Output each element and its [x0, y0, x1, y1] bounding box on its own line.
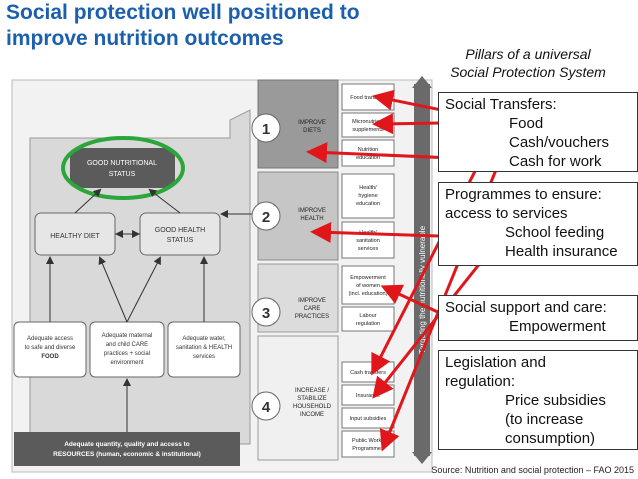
callout-item: consumption): [505, 430, 596, 447]
intervention-label: Public Works: [352, 438, 384, 444]
legislation-callout: Legislation and regulation: Price subsid…: [438, 350, 638, 450]
pillar-label: INCOME: [300, 412, 324, 418]
box-line: practices + social: [104, 351, 150, 357]
intervention-label: Micronutrient: [352, 119, 384, 125]
intervention-label: Empowerment: [350, 275, 386, 281]
slide-title: Social protection well positioned to imp…: [6, 1, 360, 50]
box-line: Adequate maternal: [102, 333, 153, 339]
pillar-number: 1: [262, 121, 270, 138]
good-health-line: STATUS: [167, 237, 194, 244]
intervention-label: supplements: [352, 127, 383, 133]
intervention-label: Labour: [359, 313, 376, 319]
callout-item: Price subsidies: [505, 392, 606, 409]
pillars-subtitle: Pillars of a universal Social Protection…: [418, 45, 638, 81]
intervention-label: of women: [356, 283, 380, 289]
interventions: [341, 83, 395, 458]
good-status-line: GOOD NUTRITIONAL: [87, 160, 157, 167]
callout-item: Cash for work: [509, 153, 602, 170]
pillar-label: IMPROVE: [298, 208, 326, 214]
pillar-label: STABILIZE: [297, 396, 327, 402]
callout-heading: Legislation and: [445, 354, 546, 371]
intervention-label: Food transfers: [350, 95, 386, 101]
pillar-number: 4: [262, 399, 271, 416]
box-line: sanitation & HEALTH: [176, 345, 232, 351]
intervention-label: Programmes: [352, 446, 384, 452]
intervention-label: education: [356, 155, 380, 161]
callout-item: School feeding: [505, 224, 605, 241]
pillar-label: IMPROVE: [298, 298, 326, 304]
intervention-label: (incl. education): [349, 291, 388, 297]
intervention-label: Cash transfers: [350, 370, 386, 376]
box-line: to safe and diverse: [25, 345, 76, 351]
callout-item: Health insurance: [505, 243, 618, 260]
box-line: Adequate access: [27, 336, 73, 342]
callout-heading: regulation:: [445, 373, 516, 390]
intervention-label: Nutrition: [358, 147, 378, 153]
callout-heading: Social Transfers:: [445, 96, 557, 113]
intervention-label: services: [358, 246, 378, 252]
intervention-label: regulation: [356, 321, 380, 327]
support-callout: Social support and care: Empowerment: [438, 295, 638, 341]
callout-item: Cash/vouchers: [509, 134, 610, 151]
box-line: environment: [110, 360, 143, 366]
box-line: FOOD: [41, 354, 59, 360]
pillar-label: CARE: [304, 306, 321, 312]
callout-item: (to increase: [505, 411, 584, 428]
intervention-label: sanitation: [356, 238, 380, 244]
intervention-label: hygiene: [358, 193, 377, 199]
social-transfers-callout: Social Transfers: Food Cash/vouchers Cas…: [438, 92, 638, 172]
care-box: [89, 321, 165, 378]
resources-bar: [14, 432, 240, 466]
pillar-number: 2: [262, 209, 270, 226]
pillar-label: DIETS: [303, 128, 321, 134]
pillar-label: IMPROVE: [298, 120, 326, 126]
box-line: Adequate water,: [182, 336, 226, 342]
good-health-line: GOOD HEALTH: [155, 227, 205, 234]
callout-item: Empowerment: [509, 318, 606, 335]
box-line: and child CARE: [106, 342, 148, 348]
highlight-circle: [61, 136, 185, 200]
intervention-label: Input subsidies: [350, 416, 387, 422]
source-citation: Source: Nutrition and social protection …: [431, 465, 634, 475]
resources-line: Adequate quantity, quality and access to: [64, 441, 190, 448]
resources-line: RESOURCES (human, economic & institution…: [53, 451, 201, 458]
pillar-label: INCREASE /: [295, 388, 329, 394]
callout-heading: Programmes to ensure:: [445, 186, 602, 203]
pillar-label: HEALTH: [300, 216, 323, 222]
callout-heading: Social support and care:: [445, 299, 607, 316]
good-nutrition-box: [70, 148, 175, 188]
callout-heading: access to services: [445, 205, 568, 222]
intervention-label: Health/: [359, 185, 377, 191]
subtitle-line: Pillars of a universal: [465, 46, 591, 62]
targeting-label: Targeting the nutritionally vulnerable: [418, 225, 427, 354]
pillar-label: HOUSEHOLD: [293, 404, 332, 410]
pillar-label: PRACTICES: [295, 314, 329, 320]
pillar-number: 3: [262, 305, 270, 322]
good-health-box: [139, 212, 221, 256]
intervention-label: education: [356, 201, 380, 207]
programmes-callout: Programmes to ensure: access to services…: [438, 182, 638, 266]
subtitle-line: Social Protection System: [450, 64, 606, 80]
healthy-diet-label: HEALTHY DIET: [50, 233, 100, 240]
callout-item: Food: [509, 115, 544, 132]
box-line: services: [193, 354, 215, 360]
good-status-line: STATUS: [109, 171, 136, 178]
intervention-label: Insurance: [356, 393, 380, 399]
